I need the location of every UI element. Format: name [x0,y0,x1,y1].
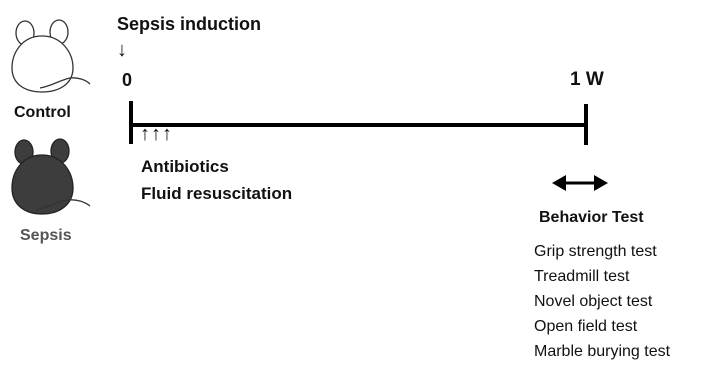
timeline-end-label: 1 W [570,69,604,90]
timeline-start-label: 0 [122,70,133,90]
behavior-test-list: Grip strength test Treadmill test Novel … [534,243,670,368]
down-arrow-icon: ↓ [117,39,127,61]
sepsis-induction-label: Sepsis induction [117,14,262,34]
sepsis-mouse-icon [11,138,91,215]
control-group-label: Control [14,104,71,121]
treatment-up-arrows-icon: ↑↑↑ [140,123,173,145]
behavior-test-item: Treadmill test [534,268,630,285]
behavior-test-item: Open field test [534,318,638,335]
sepsis-group-label: Sepsis [20,227,72,244]
behavior-test-item: Grip strength test [534,243,657,260]
diagram-graphics [11,19,608,215]
double-arrow-icon [552,175,608,191]
control-mouse-icon [11,19,91,93]
timeline [129,101,588,145]
behavior-test-item: Novel object test [534,293,653,310]
behavior-test-item: Marble burying test [534,343,671,360]
antibiotics-label: Antibiotics [141,157,229,176]
behavior-test-title: Behavior Test [539,209,644,226]
fluid-resuscitation-label: Fluid resuscitation [141,184,293,203]
